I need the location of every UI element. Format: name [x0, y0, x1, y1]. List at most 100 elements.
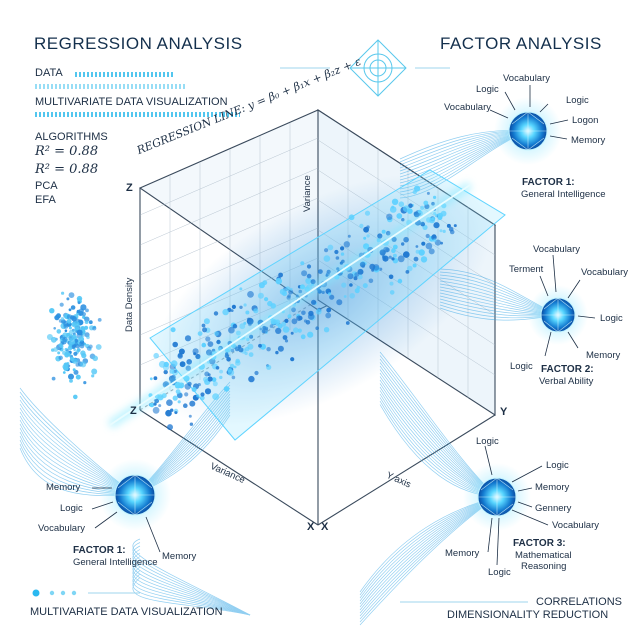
cluster-particle [75, 322, 80, 327]
scatter-point [425, 242, 433, 250]
scatter-point [183, 403, 188, 409]
scatter-point [285, 286, 291, 292]
scatter-point [248, 352, 254, 357]
cluster-particle [68, 326, 72, 330]
cluster-particle [58, 343, 63, 348]
scatter-point [170, 327, 176, 333]
cluster-particle [72, 329, 77, 333]
scatter-point [448, 226, 454, 232]
cluster-particle [68, 329, 74, 335]
axis-x-b: X [321, 521, 329, 533]
scatter-point [261, 329, 266, 334]
scatter-point [341, 282, 347, 288]
scatter-point [281, 321, 287, 327]
scatter-point [279, 288, 286, 295]
scatter-point [431, 216, 436, 221]
scatter-point [397, 278, 403, 284]
stream-line [132, 538, 251, 616]
cluster-particle [64, 329, 68, 333]
scatter-point [278, 272, 283, 278]
left-particle-cluster [46, 291, 102, 400]
scatter-point [405, 270, 410, 274]
scatter-point [289, 287, 293, 291]
factor-3-title: FACTOR 3: [513, 538, 566, 549]
footer-dimensionality: DIMENSIONALITY REDUCTION [447, 609, 609, 621]
cluster-particle [70, 315, 75, 320]
cluster-particle [69, 379, 73, 383]
cluster-particle [50, 336, 57, 343]
node-tr-label-2: Logic [566, 95, 589, 106]
scatter-point [301, 310, 306, 316]
scatter-point [212, 393, 220, 400]
scatter-point [152, 406, 160, 414]
scatter-point [437, 215, 443, 221]
scatter-point [284, 339, 289, 343]
scatter-point [200, 392, 205, 397]
scatter-point [343, 241, 350, 248]
scatter-point [428, 248, 435, 255]
cluster-particle [71, 334, 77, 340]
cluster-particle [89, 348, 92, 351]
scatter-point [275, 350, 279, 355]
scatter-point [305, 277, 312, 285]
scatter-point [197, 331, 203, 336]
node-bl-label-3: Memory [162, 551, 197, 562]
data-label: DATA [35, 67, 63, 79]
scatter-point [398, 201, 405, 207]
scatter-point [397, 255, 405, 263]
node-br-label-2: Memory [535, 482, 570, 493]
scatter-point [408, 203, 413, 208]
scatter-point [413, 256, 419, 262]
scatter-point [315, 308, 322, 315]
scatter-point [329, 294, 335, 300]
scatter-point [305, 320, 311, 325]
scatter-point [301, 270, 308, 277]
scatter-point [258, 343, 262, 348]
node-tr-label-1: Logic [476, 84, 499, 95]
scatter-point [315, 326, 320, 331]
cluster-particle [72, 358, 78, 364]
scatter-point [433, 238, 437, 243]
scatter-point [310, 279, 316, 285]
node-br-label-0: Logic [476, 436, 499, 447]
cluster-particle [62, 371, 66, 374]
scatter-point [401, 242, 405, 246]
scatter-point [232, 323, 238, 329]
scatter-point [287, 314, 292, 319]
cluster-particle [92, 326, 97, 331]
cluster-particle [77, 298, 82, 302]
scatter-point [288, 289, 294, 295]
scatter-point [186, 359, 192, 365]
cluster-particle [53, 347, 59, 352]
scatter-point [415, 245, 419, 248]
scatter-point [177, 353, 183, 359]
scatter-point [282, 326, 290, 333]
cluster-particle [92, 355, 98, 362]
node-mr-label-4: Logic [510, 361, 533, 372]
scatter-point [153, 402, 157, 406]
cluster-particle [88, 320, 93, 325]
scatter-point [243, 303, 247, 307]
scatter-point [195, 353, 201, 360]
scatter-point [189, 400, 196, 407]
scatter-point [233, 365, 237, 369]
scatter-point [149, 377, 153, 381]
node-br-label-5: Memory [445, 548, 480, 559]
cluster-particle [61, 291, 65, 295]
variance-vertical-label: Variance [302, 175, 313, 212]
node-tr-label-3: Vocabulary [444, 102, 492, 113]
cluster-particle [53, 327, 56, 330]
stream-line [132, 559, 251, 616]
node-br-label-6: Logic [488, 567, 511, 578]
stream-line [132, 556, 251, 616]
scatter-point [417, 209, 422, 214]
cluster-particle [63, 323, 69, 329]
scatter-point [275, 278, 282, 285]
scatter-point [257, 292, 264, 299]
scatter-point [178, 348, 185, 355]
scatter-point [248, 322, 252, 327]
scatter-point [204, 388, 212, 395]
scatter-point [162, 364, 170, 371]
scatter-point [184, 335, 192, 342]
cluster-particle [69, 338, 76, 345]
